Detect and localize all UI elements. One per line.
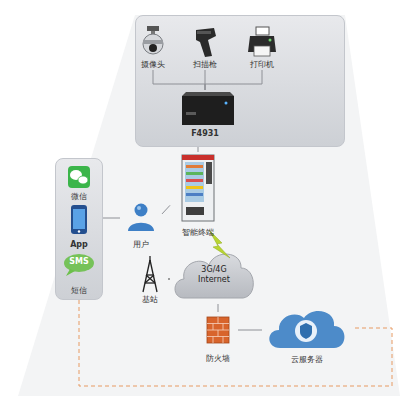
- cloud-outline: [175, 254, 253, 298]
- node-label: 扫描枪: [193, 60, 217, 70]
- firewall-node: 防火墙: [198, 312, 238, 364]
- background-shape: [18, 15, 400, 396]
- node-label: SMS: [69, 257, 88, 267]
- group-box: 摄像头 扫描枪 打印机 F4931: [135, 15, 345, 147]
- sms-bubble-icon: [64, 254, 94, 276]
- user-icon: [128, 204, 154, 232]
- camera-icon: [143, 26, 163, 54]
- station-node: 基站: [132, 255, 168, 305]
- dashed-link: [79, 300, 392, 386]
- node-label: 防火墙: [206, 354, 230, 364]
- firewall-icon: [207, 317, 229, 343]
- tower-icon: [143, 256, 157, 292]
- device-node: 打印机: [240, 22, 284, 70]
- phone-icon: [71, 205, 87, 234]
- node-label: App: [70, 240, 88, 250]
- connector-line: [205, 70, 262, 90]
- group-box: 微信 AppSMS 短信: [55, 158, 103, 300]
- connector-line: [205, 70, 206, 90]
- cloud-server-icon: [269, 311, 344, 348]
- node-label: F4931: [191, 129, 219, 139]
- node-label: 云服务器: [291, 355, 323, 365]
- connector-line: [218, 304, 219, 312]
- server-node: 云服务器: [262, 307, 352, 365]
- connector-line: [238, 330, 262, 331]
- node-label: 打印机: [250, 60, 274, 70]
- channel-node: SMS 短信: [56, 252, 102, 296]
- node-label: 智能终端: [182, 228, 214, 238]
- node-label: Internet: [198, 275, 230, 285]
- wireless-bolt: [209, 230, 230, 258]
- connector-line: [162, 205, 170, 214]
- wechat-icon: [68, 166, 90, 188]
- printer-icon: [248, 27, 276, 56]
- device-node: 扫描枪: [183, 22, 227, 70]
- channel-node: 微信: [56, 164, 102, 202]
- connector-line: [103, 218, 120, 219]
- network-cloud: 3G/4GInternet: [170, 246, 258, 304]
- connector-line: [153, 70, 205, 90]
- device-node: 摄像头: [131, 22, 175, 70]
- connector-line: [198, 147, 199, 152]
- device-box-icon: [182, 92, 234, 125]
- node-label: 3G/4G: [201, 265, 226, 275]
- network-link: [168, 279, 170, 280]
- user-node: 用户: [120, 200, 162, 250]
- channel-node: App: [56, 203, 102, 250]
- node-label: 用户: [133, 240, 149, 250]
- terminal-node: 智能终端: [170, 152, 226, 238]
- node-label: 摄像头: [141, 60, 165, 70]
- vending-machine-icon: [182, 155, 214, 221]
- node-label: 基站: [142, 295, 158, 305]
- node-label: 微信: [71, 192, 87, 202]
- node-label: 短信: [71, 286, 87, 296]
- scanner-icon: [196, 28, 216, 57]
- device-node: F4931: [172, 90, 238, 140]
